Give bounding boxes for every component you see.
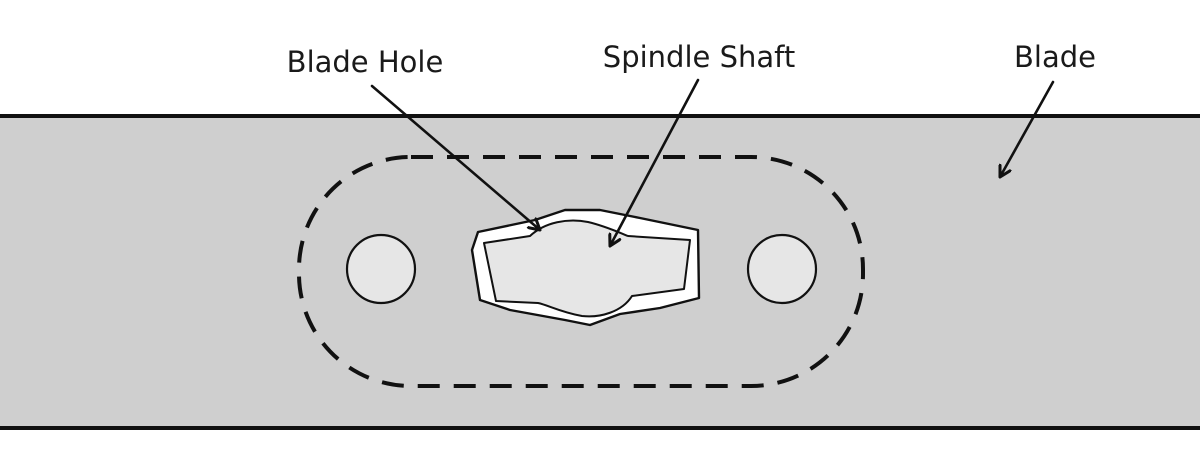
blade-label: Blade xyxy=(1014,40,1096,74)
blade-hole-arrow xyxy=(370,84,540,230)
right-bolt-hole xyxy=(746,233,818,305)
dashed-mount-outline xyxy=(297,155,865,388)
left-bolt-hole xyxy=(345,233,417,305)
blade-hole-label: Blade Hole xyxy=(286,45,444,79)
blade-arrow xyxy=(1000,80,1055,177)
spindle-shaft-arrow xyxy=(610,78,700,246)
spindle-shaft-label: Spindle Shaft xyxy=(602,40,796,74)
spindle-shaft xyxy=(483,219,691,318)
